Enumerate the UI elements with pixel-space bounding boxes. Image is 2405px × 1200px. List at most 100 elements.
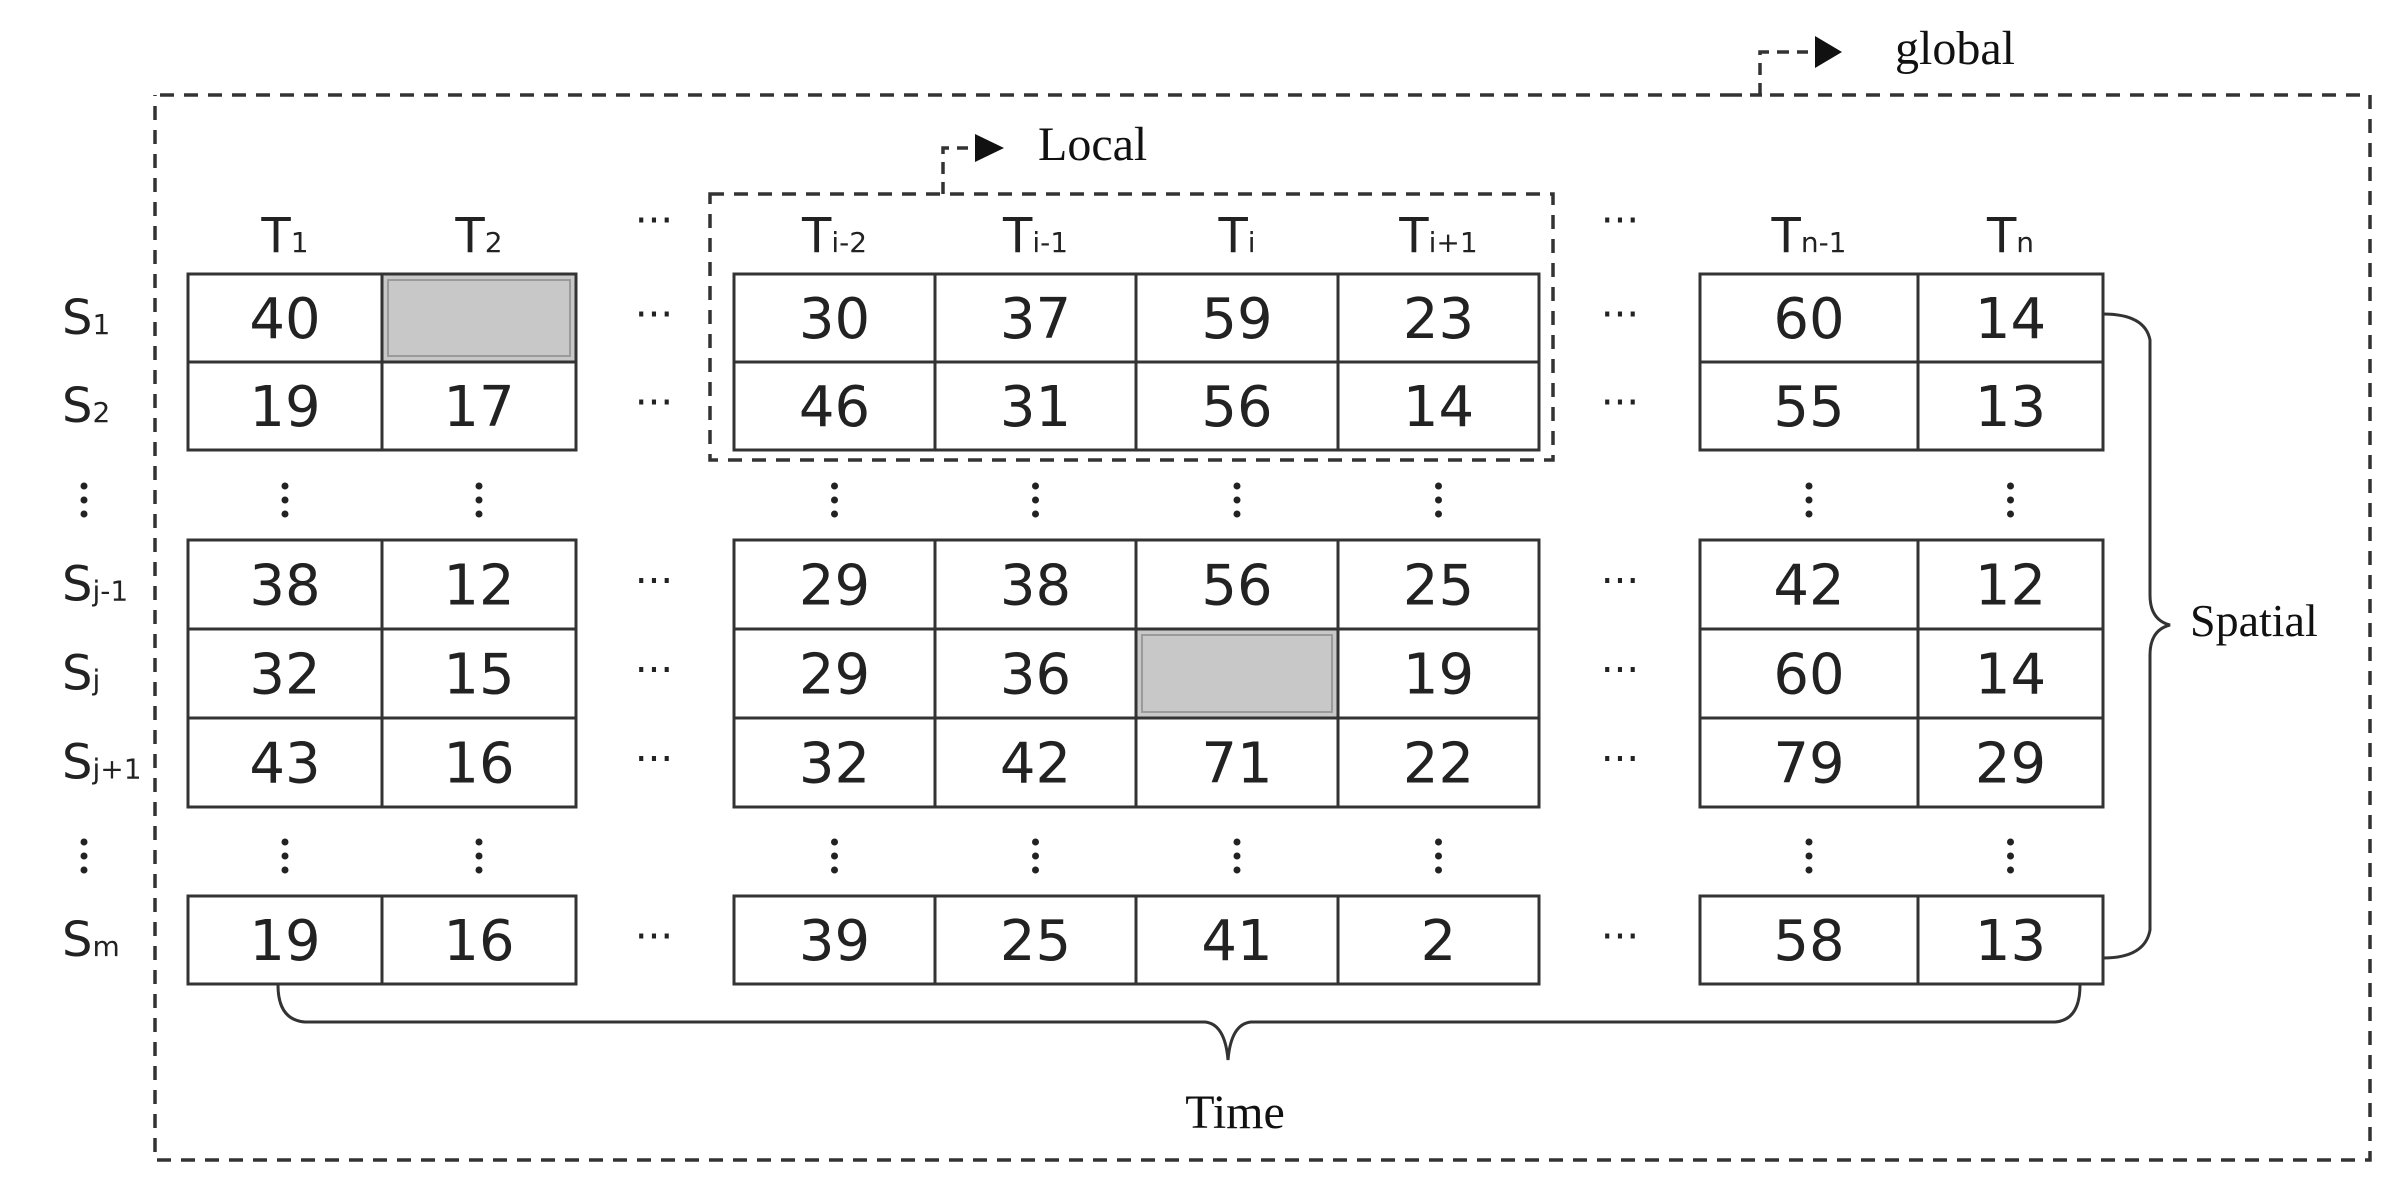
- cell-box: [1336, 360, 1541, 452]
- cell-value: 79: [1773, 732, 1844, 797]
- global-callout-connector: [1730, 50, 1808, 97]
- horizontal-ellipsis: ···: [635, 648, 673, 694]
- row-header-base: S: [62, 735, 92, 791]
- matrix-cell: 14: [1916, 627, 2105, 720]
- cell-value: 29: [799, 554, 870, 619]
- cell-box: [380, 894, 578, 986]
- matrix-cell: 22: [1336, 716, 1541, 809]
- cell-box: [1698, 894, 1920, 986]
- cell-box: [1916, 360, 2105, 452]
- vertical-ellipsis: [1233, 838, 1241, 874]
- matrix-cell: 36: [933, 627, 1138, 720]
- column-header-5: Ti: [1217, 208, 1255, 264]
- column-header-sub: i-1: [1032, 226, 1068, 259]
- global-dashed-frame: [153, 93, 2372, 1162]
- cell-box: [1134, 894, 1340, 986]
- matrix-cell: 19: [186, 360, 384, 452]
- ellipsis-dot: [281, 838, 289, 846]
- horizontal-ellipsis: ···: [1601, 380, 1639, 426]
- row-header-4: Sj: [62, 646, 100, 702]
- row-header-base: S: [62, 290, 92, 346]
- cell-value: 14: [1975, 287, 2046, 352]
- ellipsis-dot: [475, 866, 483, 874]
- cell-value: 71: [1201, 732, 1272, 797]
- row-header-sub: 2: [92, 396, 110, 429]
- vertical-ellipsis: [2007, 482, 2014, 518]
- matrix-cell: 15: [380, 627, 578, 720]
- ellipsis-dot: [831, 496, 838, 504]
- column-header-6: Ti+1: [1398, 208, 1477, 264]
- matrix-cell: 55: [1698, 360, 1920, 452]
- time-brace: [276, 984, 2082, 1061]
- column-header-base: T: [1986, 208, 2017, 264]
- matrix-cell: 25: [933, 894, 1138, 986]
- cell-box: [1134, 627, 1340, 720]
- vertical-ellipsis: [80, 482, 88, 518]
- spatial-brace: [2102, 312, 2171, 960]
- ellipsis-dot: [1805, 852, 1813, 860]
- ellipsis-dot: [1233, 482, 1241, 490]
- row-header-sub: j: [91, 664, 100, 697]
- ellipsis-dot: [1435, 482, 1442, 490]
- cell-value: 37: [1000, 287, 1071, 352]
- ellipsis-dot: [475, 496, 483, 504]
- cell-value: 36: [1000, 643, 1071, 708]
- vertical-ellipsis: [475, 838, 483, 874]
- cell-value: 16: [443, 909, 514, 974]
- matrix-cell: 16: [380, 894, 578, 986]
- cell-value: 42: [1000, 732, 1071, 797]
- column-header-base: T: [1217, 208, 1248, 264]
- ellipsis-dot: [831, 852, 838, 860]
- horizontal-ellipsis: ···: [635, 914, 673, 960]
- column-header-sub: i-2: [831, 226, 867, 259]
- ellipsis-dot: [80, 482, 88, 490]
- cell-value: 16: [443, 732, 514, 797]
- matrix-cell: 31: [933, 360, 1138, 452]
- column-header-4: Ti-1: [1002, 208, 1068, 264]
- cell-box: [1916, 272, 2105, 364]
- ellipsis-dot: [1233, 852, 1241, 860]
- column-header-base: T: [801, 208, 832, 264]
- spatial-label: Spatial: [2190, 595, 2318, 646]
- ellipsis-dot: [1032, 866, 1039, 874]
- column-header-base: T: [1002, 208, 1033, 264]
- column-header-sub: n-1: [1801, 226, 1847, 259]
- ellipsis-dot: [2007, 482, 2014, 490]
- ellipsis-dot: [281, 482, 289, 490]
- ellipsis-dot: [831, 838, 838, 846]
- cell-box: [1336, 716, 1541, 809]
- cell-box: [933, 272, 1138, 364]
- cell-value: 60: [1773, 287, 1844, 352]
- matrix-cell: 12: [1916, 538, 2105, 631]
- ellipsis-dot: [1805, 482, 1813, 490]
- cell-value: 32: [249, 643, 320, 708]
- matrix-cell: 12: [380, 538, 578, 631]
- row-header-base: S: [62, 912, 92, 968]
- vertical-ellipsis: [2007, 838, 2014, 874]
- column-header-1: T1: [260, 208, 308, 264]
- horizontal-ellipsis: ···: [1601, 737, 1639, 783]
- column-header-base: T: [260, 208, 291, 264]
- cell-value: 19: [249, 909, 320, 974]
- matrix-cell: 38: [933, 538, 1138, 631]
- matrix-cell: 60: [1698, 272, 1920, 364]
- vertical-ellipsis: [80, 838, 88, 874]
- matrix-cell: 19: [186, 894, 384, 986]
- vertical-ellipsis: [831, 838, 838, 874]
- ellipsis-dot: [281, 496, 289, 504]
- matrix-cell: 37: [933, 272, 1138, 364]
- cell-box: [1336, 627, 1541, 720]
- cell-box: [732, 894, 937, 986]
- ellipsis-dot: [1805, 496, 1813, 504]
- row-header-2: S2: [62, 378, 110, 434]
- matrix-cell: 13: [1916, 894, 2105, 986]
- ellipsis-dot: [1435, 866, 1442, 874]
- cell-box: [1916, 894, 2105, 986]
- ellipsis-dot: [1032, 496, 1039, 504]
- matrix-cell: 14: [1916, 272, 2105, 364]
- cell-value: 29: [1975, 732, 2046, 797]
- local-label: Local: [1038, 118, 1147, 171]
